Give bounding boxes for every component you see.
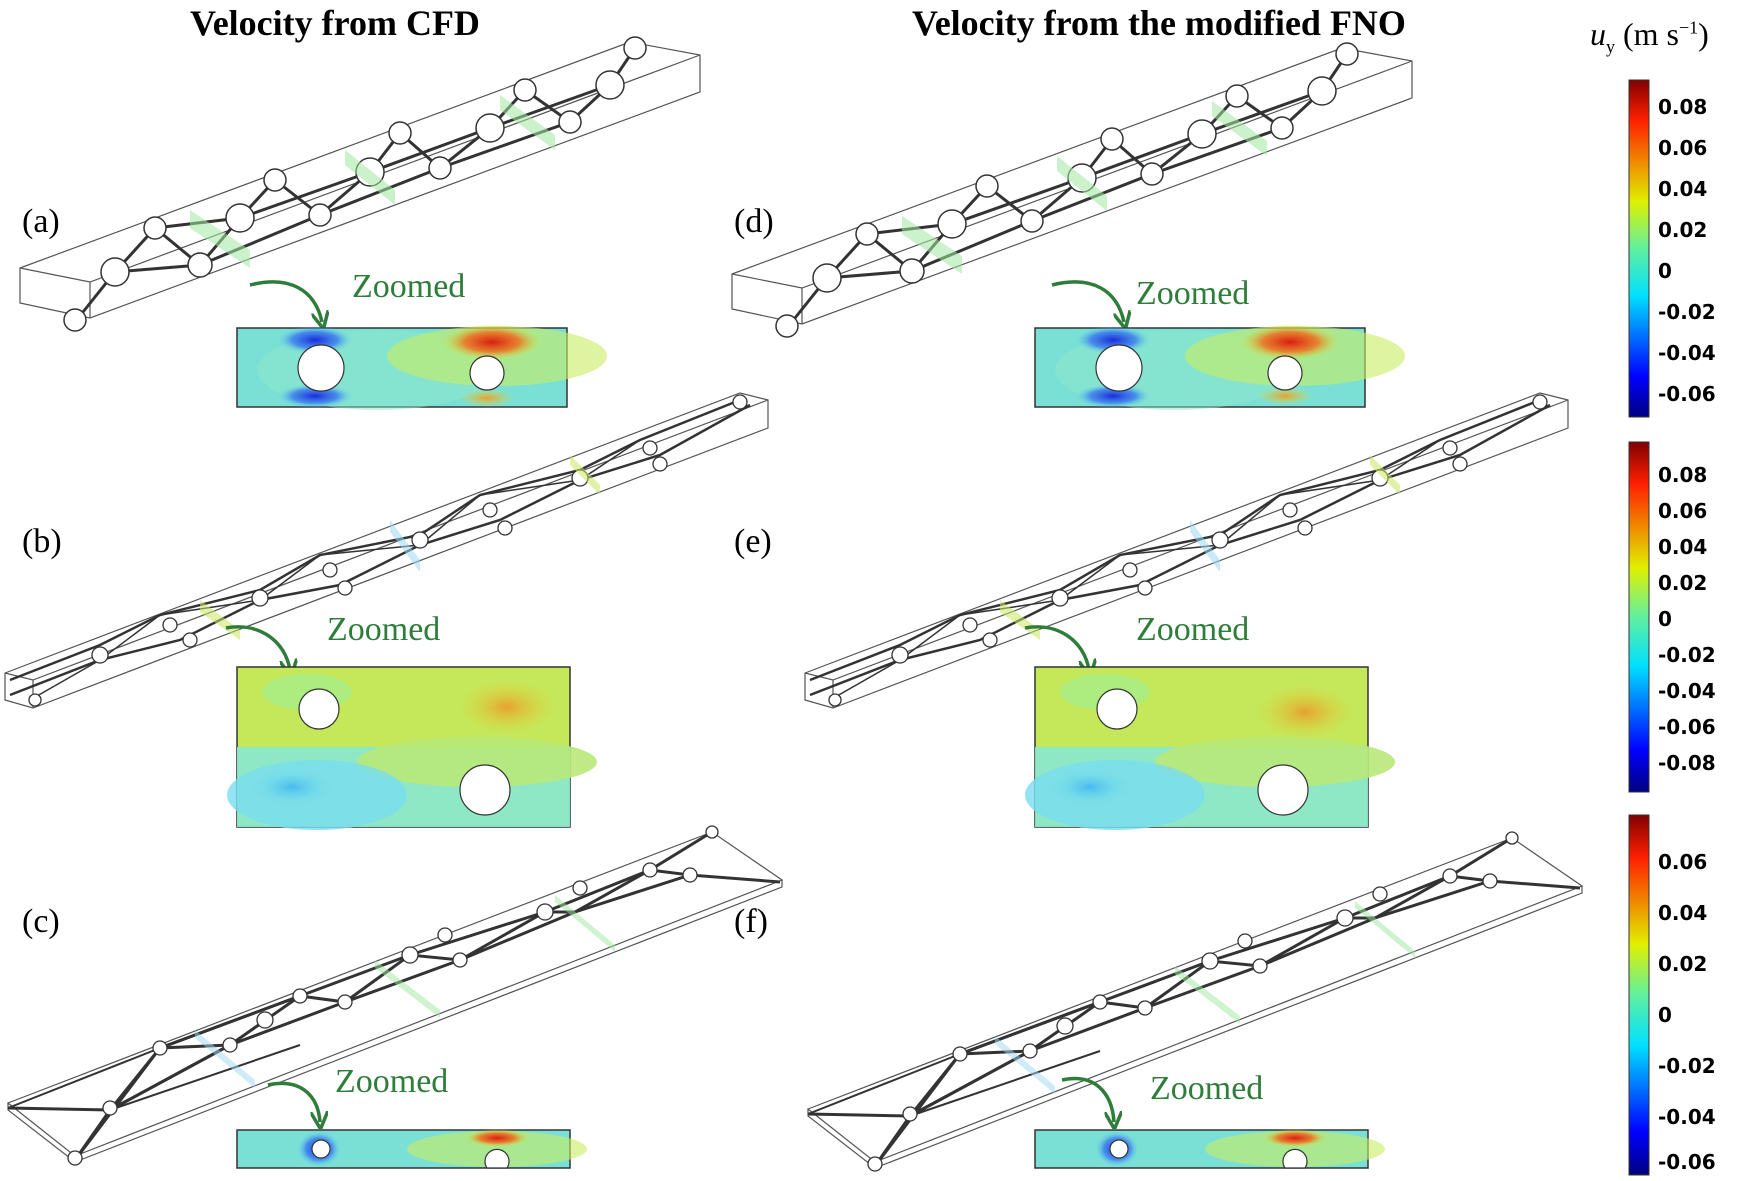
lattice-e (804, 392, 1569, 709)
colorbar-1-tick: 0 (1658, 259, 1672, 283)
colorbar-2-tick: 0.08 (1658, 463, 1708, 487)
lattice-f (806, 831, 1584, 1172)
panel-label-c: (c) (22, 903, 60, 940)
colorbar-1-tick: 0.02 (1658, 218, 1708, 242)
zoom-arrow-f (1061, 1076, 1114, 1122)
lattice-c (6, 825, 784, 1166)
colorbar-2-tick: -0.02 (1658, 643, 1716, 667)
zoom-label-b: Zoomed (327, 611, 441, 648)
left-column-title: Velocity from CFD (190, 3, 480, 43)
colorbar-2-tick: 0.02 (1658, 571, 1708, 595)
colorbar-2-tick: 0.04 (1658, 535, 1708, 559)
colorbar-2-tick: 0.06 (1658, 499, 1708, 523)
lattice-b (4, 392, 769, 709)
zoom-field-d (1034, 324, 1405, 410)
colorbar-2-tick: 0 (1658, 607, 1672, 631)
zoom-field-f (1034, 1129, 1385, 1169)
colorbar-title: uy (m s−1) (1590, 16, 1709, 57)
colorbar-3-tick: 0.06 (1658, 850, 1708, 874)
colorbar-3-tick: 0.02 (1658, 952, 1708, 976)
zoom-field-e (1025, 666, 1395, 830)
zoom-arrow-e (1024, 625, 1089, 670)
panel-label-b: (b) (22, 523, 62, 560)
colorbar-3-tick: -0.06 (1658, 1150, 1716, 1174)
panel-label-d: (d) (734, 203, 774, 240)
colorbar-subscript: y (1606, 36, 1615, 57)
lattice-a (19, 36, 701, 332)
zoom-arrow-a (249, 280, 322, 322)
colorbar-1 (1628, 79, 1650, 418)
zoom-field-b (227, 666, 597, 830)
colorbar-unit-sup: −1 (1679, 17, 1699, 38)
zoom-label-c: Zoomed (335, 1063, 449, 1100)
colorbar-3-tick: 0 (1658, 1003, 1672, 1027)
zoom-label-d: Zoomed (1136, 275, 1250, 312)
panel-label-a: (a) (22, 203, 60, 240)
colorbar-1-tick: 0.08 (1658, 95, 1708, 119)
colorbar-1-tick: -0.02 (1658, 300, 1716, 324)
colorbar-1-tick: -0.06 (1658, 382, 1716, 406)
colorbar-2-tick: -0.08 (1658, 751, 1716, 775)
colorbar-unit-open: (m s (1623, 16, 1679, 52)
colorbar-1-tick: 0.06 (1658, 136, 1708, 160)
zoom-arrow-b (225, 625, 290, 670)
lattice-d (731, 42, 1413, 338)
colorbar-1-tick: -0.04 (1658, 341, 1716, 365)
colorbar-symbol: u (1590, 16, 1606, 52)
zoom-label-a: Zoomed (352, 268, 466, 305)
zoom-label-e: Zoomed (1136, 611, 1250, 648)
colorbar-1-tick: 0.04 (1658, 177, 1708, 201)
right-column-title: Velocity from the modified FNO (912, 3, 1406, 43)
colorbar-3 (1628, 814, 1650, 1176)
colorbar-2-tick: -0.04 (1658, 679, 1716, 703)
zoom-field-c (236, 1129, 587, 1169)
zoom-arrow-c (267, 1081, 320, 1122)
panel-label-e: (e) (734, 523, 772, 560)
colorbar-2-tick: -0.06 (1658, 715, 1716, 739)
colorbar-3-tick: 0.04 (1658, 901, 1708, 925)
panel-label-f: (f) (734, 903, 768, 940)
zoom-arrow-d (1051, 280, 1124, 322)
colorbar-2 (1628, 441, 1650, 793)
colorbar-3-tick: -0.04 (1658, 1105, 1716, 1129)
colorbar-3-tick: -0.02 (1658, 1054, 1716, 1078)
zoom-label-f: Zoomed (1150, 1070, 1264, 1107)
colorbar-unit-close: ) (1698, 16, 1709, 52)
zoom-field-a (236, 324, 607, 410)
